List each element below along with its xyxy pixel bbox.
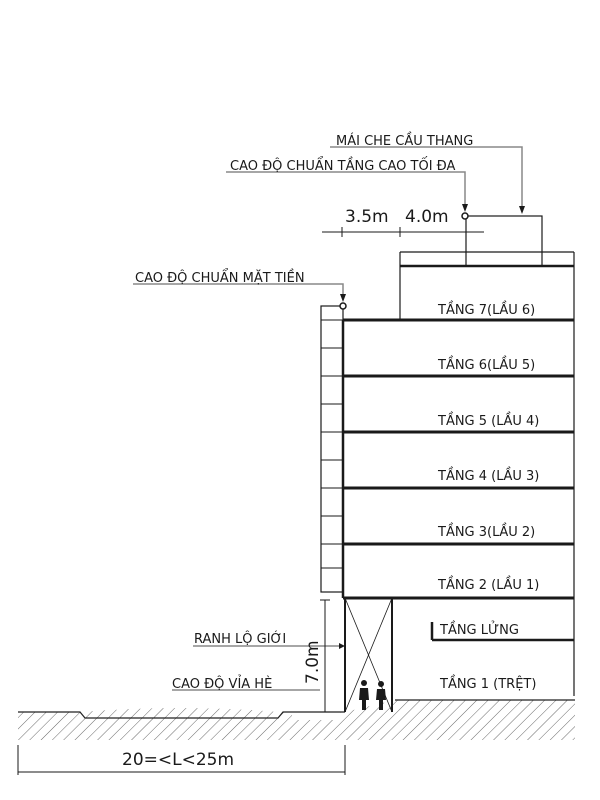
ground-floor-height-dimension: 7.0m	[303, 640, 323, 684]
floor-label: TẦNG 7(LẦU 6)	[437, 301, 535, 318]
sidewalk-level-label: CAO ĐỘ VỈA HÈ	[172, 675, 272, 692]
building	[320, 215, 575, 713]
setback-a-dimension: 3.5m	[345, 207, 389, 227]
floor-label: TẦNG 5 (LẦU 4)	[437, 412, 539, 429]
street-width-dimension: 20=<L<25m	[122, 750, 234, 770]
floor-label: TẦNG LỬNG	[439, 621, 519, 638]
max-height-marker	[461, 212, 469, 220]
leader-arrowheads	[339, 204, 525, 649]
floor-label: TẦNG 1 (TRỆT)	[439, 675, 536, 692]
level-markers	[339, 212, 469, 310]
stair-roof	[465, 215, 543, 267]
dimension-lines	[17, 227, 484, 775]
setback-b-dimension: 4.0m	[405, 207, 449, 227]
facade-level-label: CAO ĐỘ CHUẨN MẶT TIỀN	[135, 269, 305, 286]
floor-label: TẦNG 3(LẦU 2)	[437, 523, 535, 540]
facade-frame	[320, 305, 344, 593]
annotation-leaders	[133, 146, 523, 691]
max-height-level-label: CAO ĐỘ CHUẨN TẦNG CAO TỐI ĐA	[230, 157, 456, 174]
pedestrian-icons	[359, 680, 386, 710]
ground	[18, 699, 575, 740]
floor-labels: TẦNG 7(LẦU 6) TẦNG 6(LẦU 5) TẦNG 5 (LẦU 4)…	[437, 301, 539, 692]
facade-level-marker	[339, 302, 347, 310]
road-boundary-label: RANH LỘ GIỚI	[194, 631, 286, 647]
floor-label: TẦNG 4 (LẦU 3)	[437, 467, 539, 484]
floor-label: TẦNG 6(LẦU 5)	[437, 356, 535, 373]
floor-label: TẦNG 2 (LẦU 1)	[437, 576, 539, 593]
stair-roof-label: MÁI CHE CẦU THANG	[336, 132, 473, 149]
